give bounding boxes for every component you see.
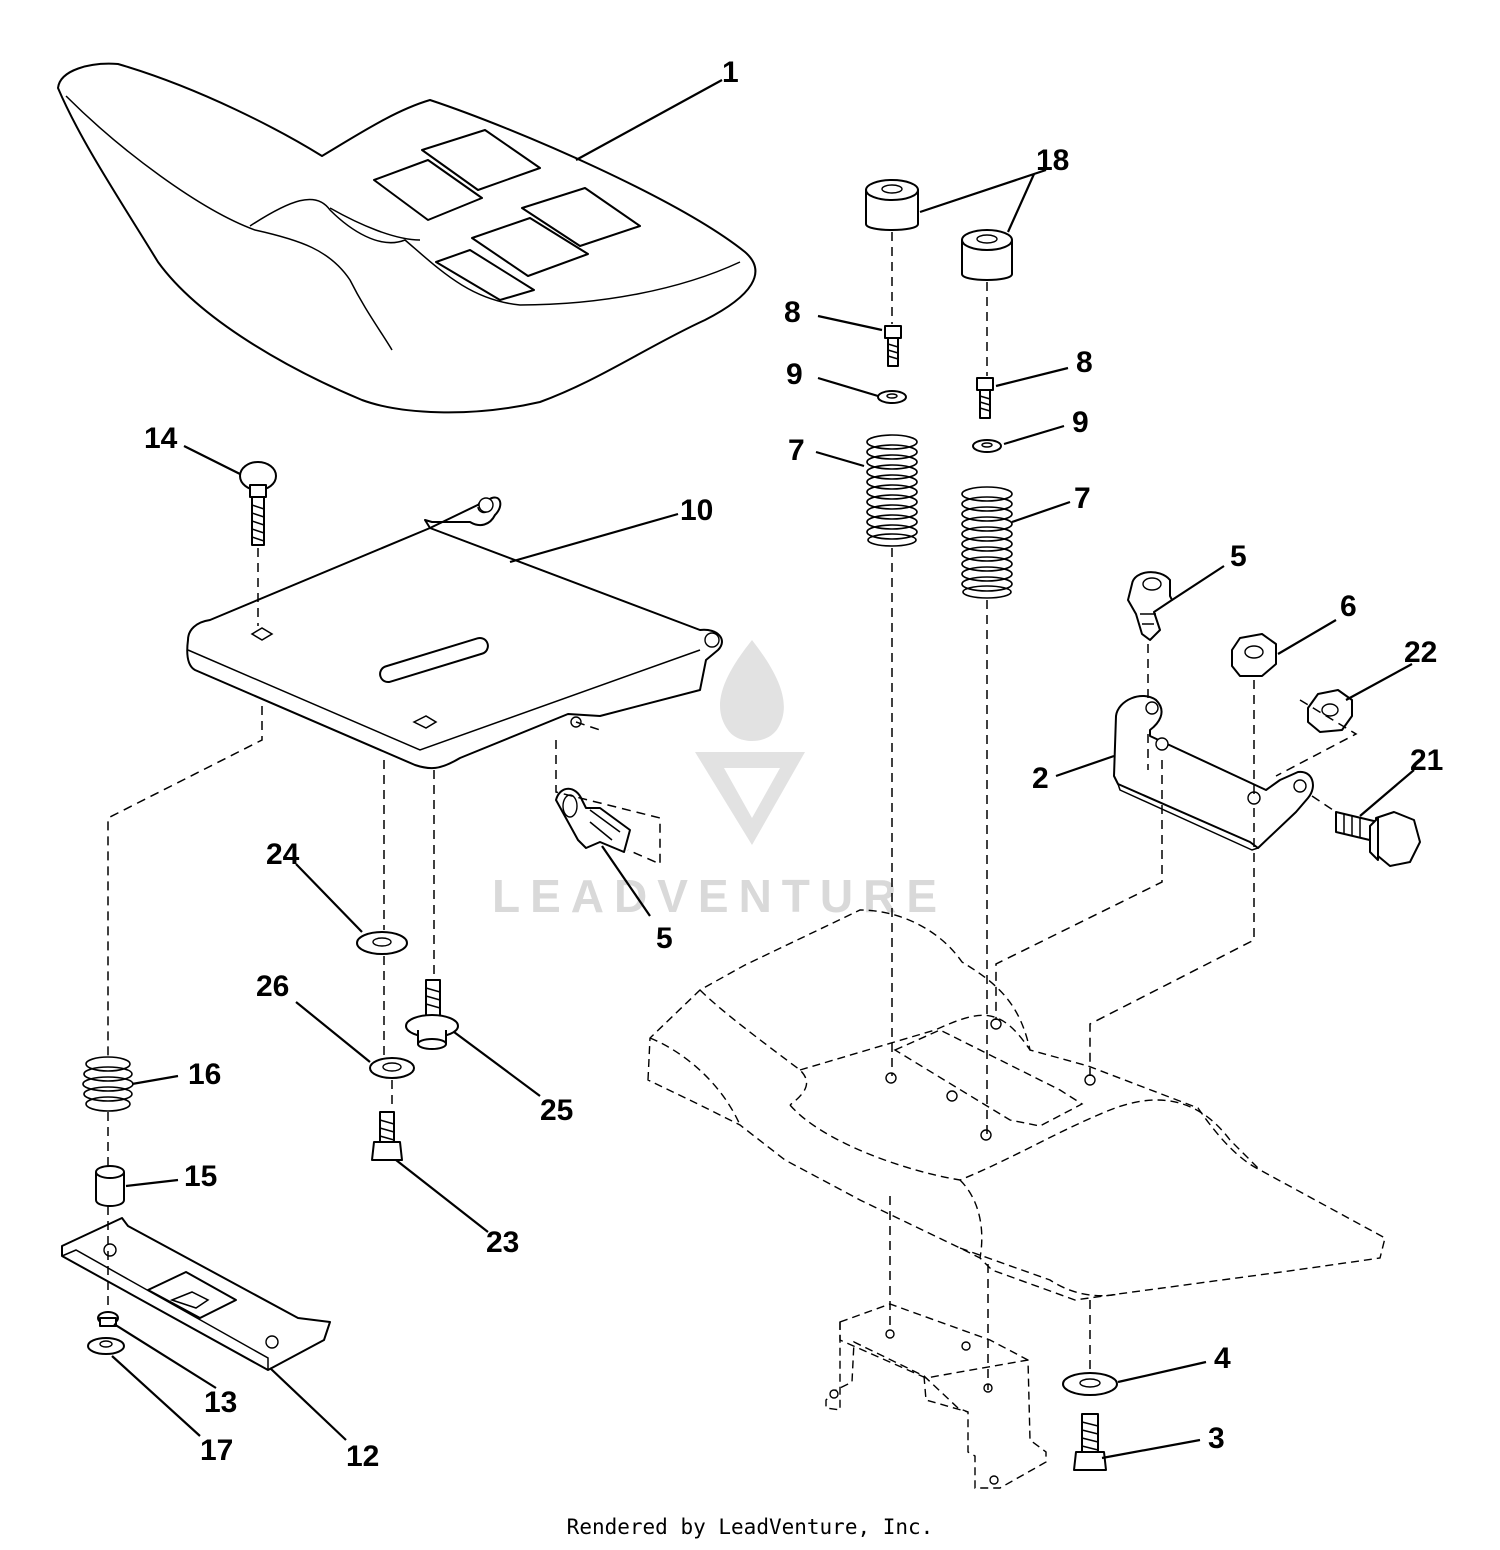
spacer-15 — [95, 1165, 125, 1207]
bumper-18-left — [865, 179, 919, 231]
bracket-2 — [1113, 695, 1314, 851]
bolt-3 — [1073, 1413, 1107, 1471]
callout-8-left: 8 — [784, 296, 801, 329]
nut-22 — [1307, 689, 1353, 733]
nut-13 — [97, 1311, 119, 1327]
lock-washer-26 — [369, 1057, 415, 1079]
callouts: 1 18 8 8 9 9 7 7 10 14 5 6 22 21 2 5 24 … — [144, 56, 1443, 1473]
callout-26: 26 — [256, 970, 289, 1003]
seat-panels — [373, 129, 641, 301]
bolt-23 — [371, 1111, 403, 1161]
flange-nut-17 — [87, 1337, 125, 1355]
callout-21: 21 — [1410, 744, 1443, 777]
callout-24: 24 — [266, 838, 300, 871]
flange-bolt-25 — [405, 979, 459, 1050]
callout-5-right: 5 — [1230, 540, 1247, 573]
callout-25: 25 — [540, 1094, 573, 1127]
watermark-flame-icon — [720, 640, 784, 742]
carriage-bolt — [239, 461, 277, 546]
callout-5-left: 5 — [656, 922, 673, 955]
watermark-v-icon — [695, 752, 805, 845]
nut-6 — [1231, 633, 1277, 677]
spring-16 — [82, 1056, 134, 1112]
callout-9-right: 9 — [1072, 406, 1089, 439]
callout-9-left: 9 — [786, 358, 803, 391]
washer-24 — [356, 931, 408, 955]
spring-7-left — [866, 434, 918, 547]
mower-frame — [647, 909, 1386, 1301]
washer-9-right — [972, 439, 1002, 453]
callout-22: 22 — [1404, 636, 1437, 669]
bumper-18-right — [961, 229, 1013, 281]
callout-10: 10 — [680, 494, 713, 527]
watermark-text: LEADVENTURE — [492, 870, 947, 922]
callout-16: 16 — [188, 1058, 221, 1091]
callout-7-right: 7 — [1074, 482, 1091, 515]
seat-pan — [186, 496, 723, 770]
lower-frame-bracket — [825, 1303, 1047, 1489]
seat — [57, 62, 757, 414]
callout-17: 17 — [200, 1434, 233, 1467]
callout-3: 3 — [1208, 1422, 1225, 1455]
spring-7-right — [961, 486, 1013, 599]
bolt-8-left — [884, 325, 902, 367]
callout-8-right: 8 — [1076, 346, 1093, 379]
callout-13: 13 — [204, 1386, 237, 1419]
washer-4 — [1062, 1372, 1118, 1396]
callout-23: 23 — [486, 1226, 519, 1259]
callout-4: 4 — [1214, 1342, 1231, 1375]
callout-15: 15 — [184, 1160, 217, 1193]
bracket-12 — [61, 1217, 331, 1371]
washer-9-left — [877, 390, 907, 404]
callout-12: 12 — [346, 1440, 379, 1473]
callout-2: 2 — [1032, 762, 1049, 795]
callout-1: 1 — [722, 56, 739, 89]
assembly-lines — [107, 232, 1358, 1390]
leader-lines — [111, 79, 1415, 1460]
bolt-8-right — [976, 377, 994, 419]
clip-left — [555, 787, 631, 853]
bolt-21 — [1335, 811, 1421, 867]
watermark: LEADVENTURE — [492, 640, 947, 922]
callout-14: 14 — [144, 422, 178, 455]
callout-18: 18 — [1036, 144, 1069, 177]
callout-6: 6 — [1340, 590, 1357, 623]
clip-right — [1127, 571, 1173, 641]
callout-7-left: 7 — [788, 434, 805, 467]
footer-credit: Rendered by LeadVenture, Inc. — [566, 1515, 934, 1539]
